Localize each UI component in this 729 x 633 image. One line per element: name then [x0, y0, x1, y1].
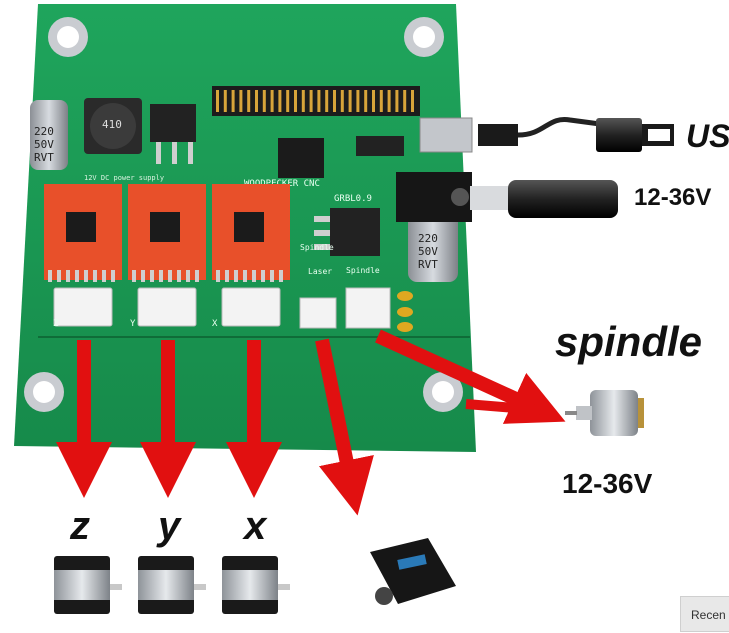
capacitor-small: 220 50V RVT	[30, 100, 68, 170]
axis-x-label: x	[244, 504, 267, 548]
mount-hole	[24, 372, 64, 412]
svg-text:50V: 50V	[34, 138, 54, 151]
svg-text:220: 220	[418, 232, 438, 245]
usb-label: US	[686, 118, 729, 154]
spindle-motor	[565, 390, 644, 436]
stepper-driver	[44, 184, 122, 327]
spindle-title: spindle	[555, 318, 703, 365]
motor-connector	[221, 287, 281, 327]
axis-y-label: y	[158, 504, 181, 548]
laser-module	[370, 538, 456, 605]
silk-y: Y	[130, 319, 136, 329]
spindle-connector	[345, 287, 391, 329]
svg-text:50V: 50V	[418, 245, 438, 258]
usb-cable	[478, 116, 674, 152]
laser-label: Laser	[308, 267, 332, 276]
microcontroller-chip	[278, 138, 324, 178]
mount-hole	[48, 17, 88, 57]
inductor: 410	[84, 98, 142, 154]
svg-text:RVT: RVT	[34, 151, 54, 164]
capacitor-large: 220 50V RVT	[408, 212, 458, 282]
mount-hole	[423, 372, 463, 412]
smd-caps	[397, 291, 413, 332]
stepper-motor	[222, 556, 290, 614]
stepper-driver	[128, 184, 206, 327]
stepper-motor	[54, 556, 122, 614]
arrow	[375, 329, 566, 424]
board-firmware: GRBL0.9	[334, 194, 372, 204]
silk-x: X	[212, 319, 218, 329]
stepper-motor	[138, 556, 206, 614]
stepper-drivers	[44, 184, 290, 327]
laser-connector	[299, 297, 337, 329]
svg-text:RVT: RVT	[418, 258, 438, 271]
usb-port	[419, 117, 473, 153]
axis-z-label: z	[70, 504, 90, 548]
arrows	[56, 329, 566, 516]
stepper-driver	[212, 184, 290, 327]
voltage-regulator	[150, 104, 196, 164]
dc-jack	[396, 172, 472, 222]
usb-ic	[356, 136, 404, 156]
power-silk: 12V DC power supply	[84, 174, 164, 182]
motor-connector	[53, 287, 113, 327]
mount-hole	[404, 17, 444, 57]
spindle-label-side: Spindle	[300, 243, 334, 252]
dc-voltage-label: 12-36V	[634, 184, 712, 211]
inductor-label: 410	[102, 118, 122, 131]
dc-plug	[470, 180, 618, 218]
recent-button[interactable]: Recen	[680, 596, 729, 632]
svg-text:220: 220	[34, 125, 54, 138]
silk-z: Z	[53, 319, 59, 329]
pin-header	[212, 86, 420, 116]
mosfet	[314, 208, 380, 256]
spindle-label-top: Spindle	[346, 266, 380, 275]
spindle-voltage-label: 12-36V	[562, 468, 653, 499]
motor-connector	[137, 287, 197, 327]
arrow	[315, 338, 374, 516]
